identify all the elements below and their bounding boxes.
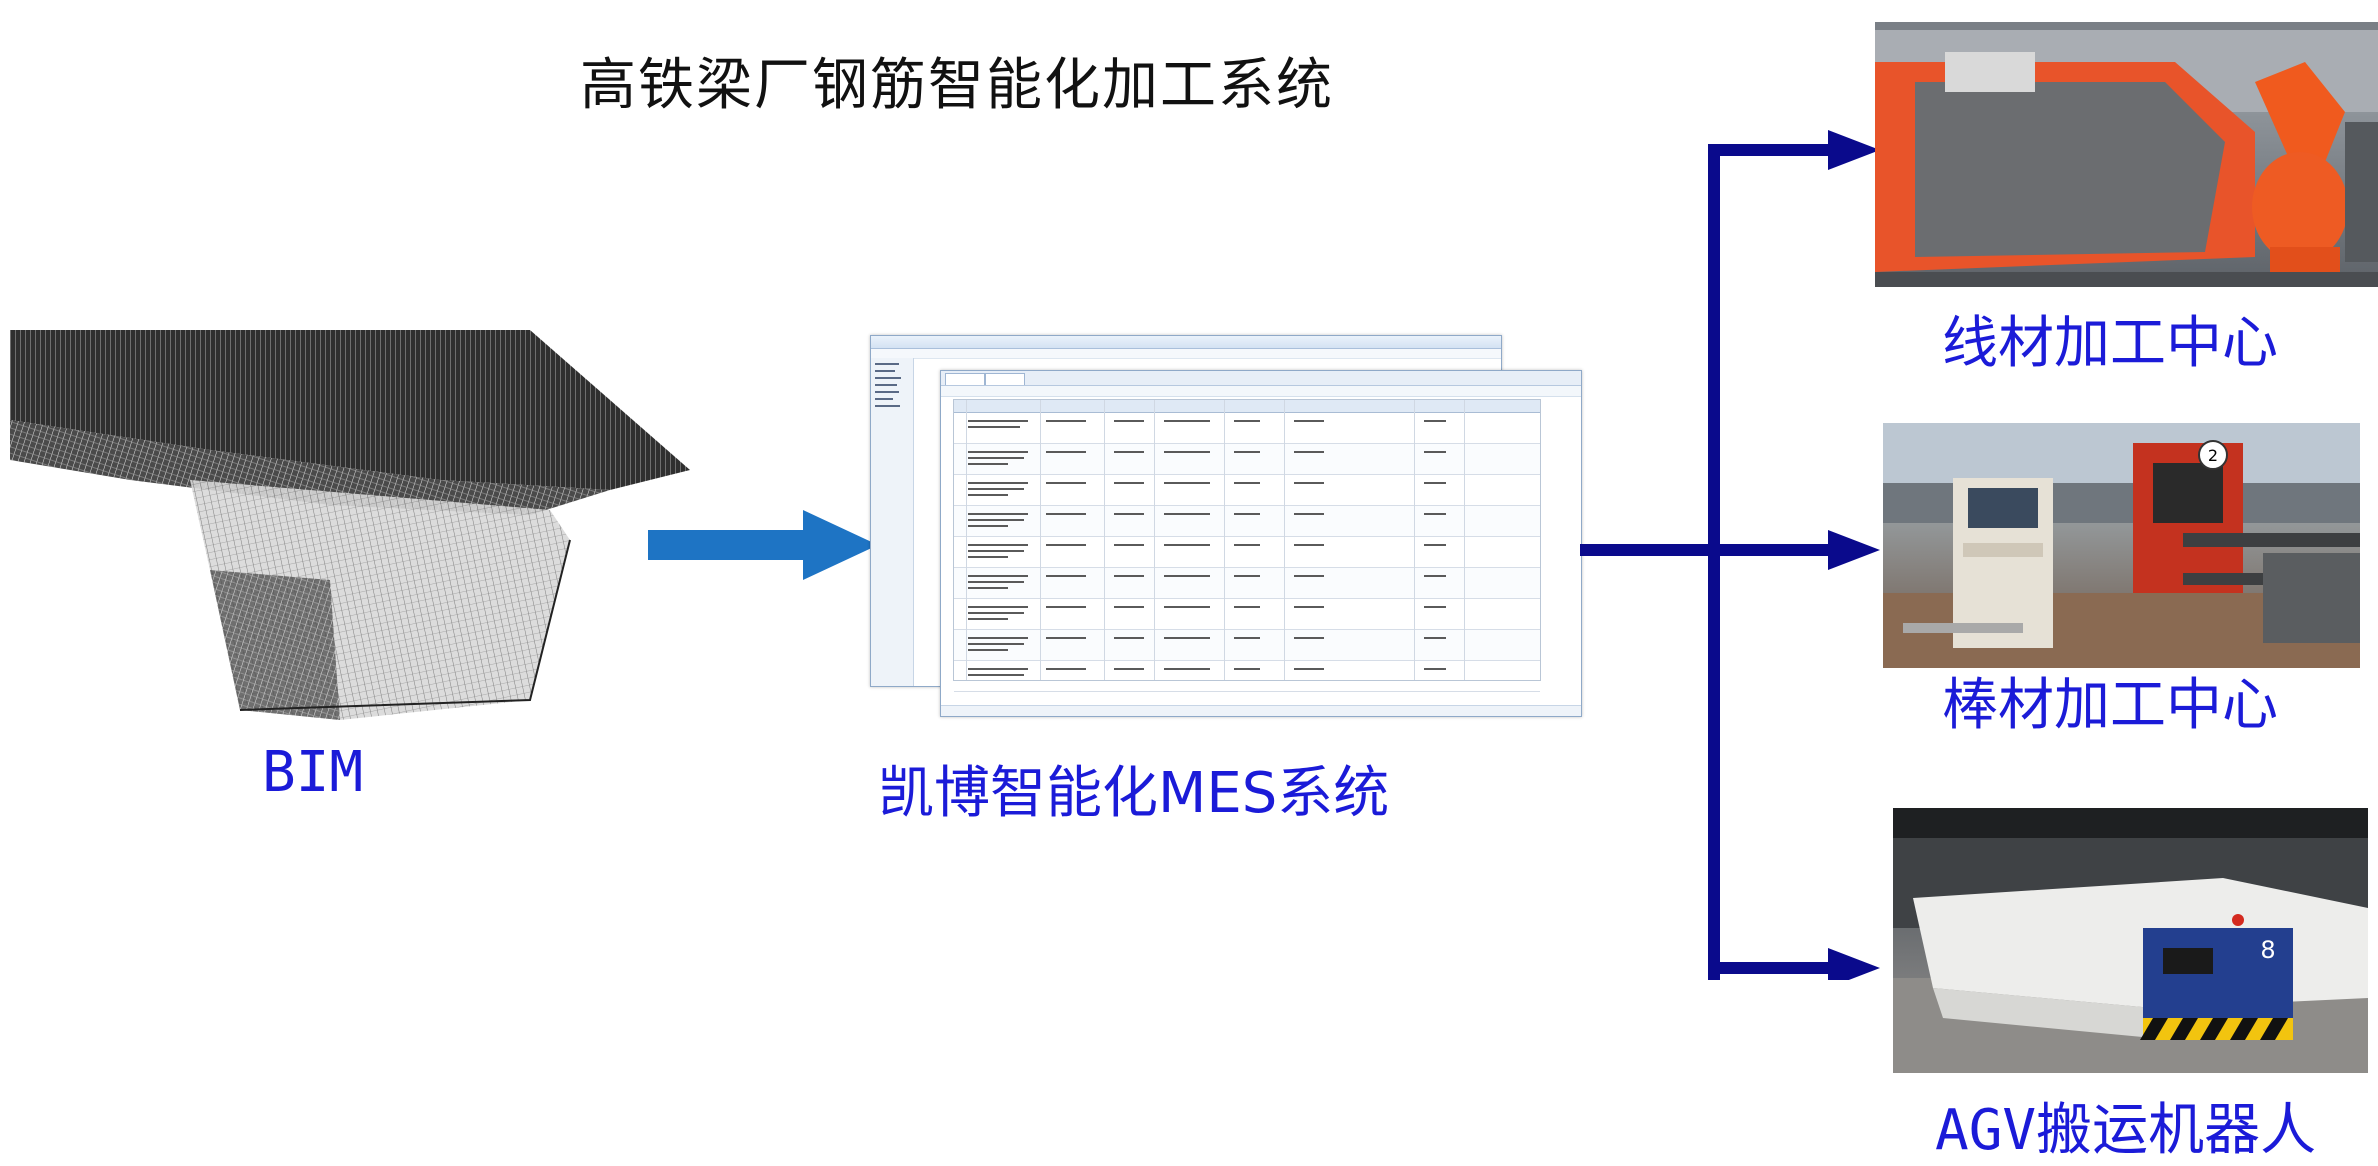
mes-data-grid xyxy=(953,399,1541,692)
bar-center-photo: 2 xyxy=(1883,423,2360,668)
arrow-to-wire-center xyxy=(1828,130,1880,170)
agv-hazard-stripes xyxy=(2140,1018,2293,1040)
bim-deck-top xyxy=(10,330,690,490)
mes-label: 凯博智能化MES系统 xyxy=(878,761,1390,826)
agv-photo: 8 xyxy=(1893,808,2368,1073)
wire-center-label: 线材加工中心 xyxy=(1942,311,2278,376)
agv-label: AGV搬运机器人 xyxy=(1935,1098,2317,1163)
mes-software-screenshot xyxy=(870,330,1582,720)
bim-deck-edge xyxy=(10,420,610,515)
agv-number: 8 xyxy=(2260,936,2275,964)
mes-window-front xyxy=(940,370,1582,717)
connector-trunk xyxy=(1708,144,1720,980)
bim-model-image xyxy=(10,330,690,720)
wire-center-photo xyxy=(1875,22,2378,287)
mes-to-centers-connector xyxy=(1580,130,1880,980)
arrow-to-bar-center xyxy=(1828,530,1880,570)
arrow-to-agv xyxy=(1828,948,1880,980)
bar-center-sign-number: 2 xyxy=(2208,446,2218,465)
bim-label: BIM xyxy=(262,740,364,805)
connector-main-line xyxy=(1580,544,1720,556)
bar-center-label: 棒材加工中心 xyxy=(1942,673,2278,738)
bim-to-mes-arrow xyxy=(648,510,878,580)
bim-girder-side xyxy=(210,570,340,720)
diagram-title: 高铁梁厂钢筋智能化加工系统 xyxy=(580,53,1334,118)
